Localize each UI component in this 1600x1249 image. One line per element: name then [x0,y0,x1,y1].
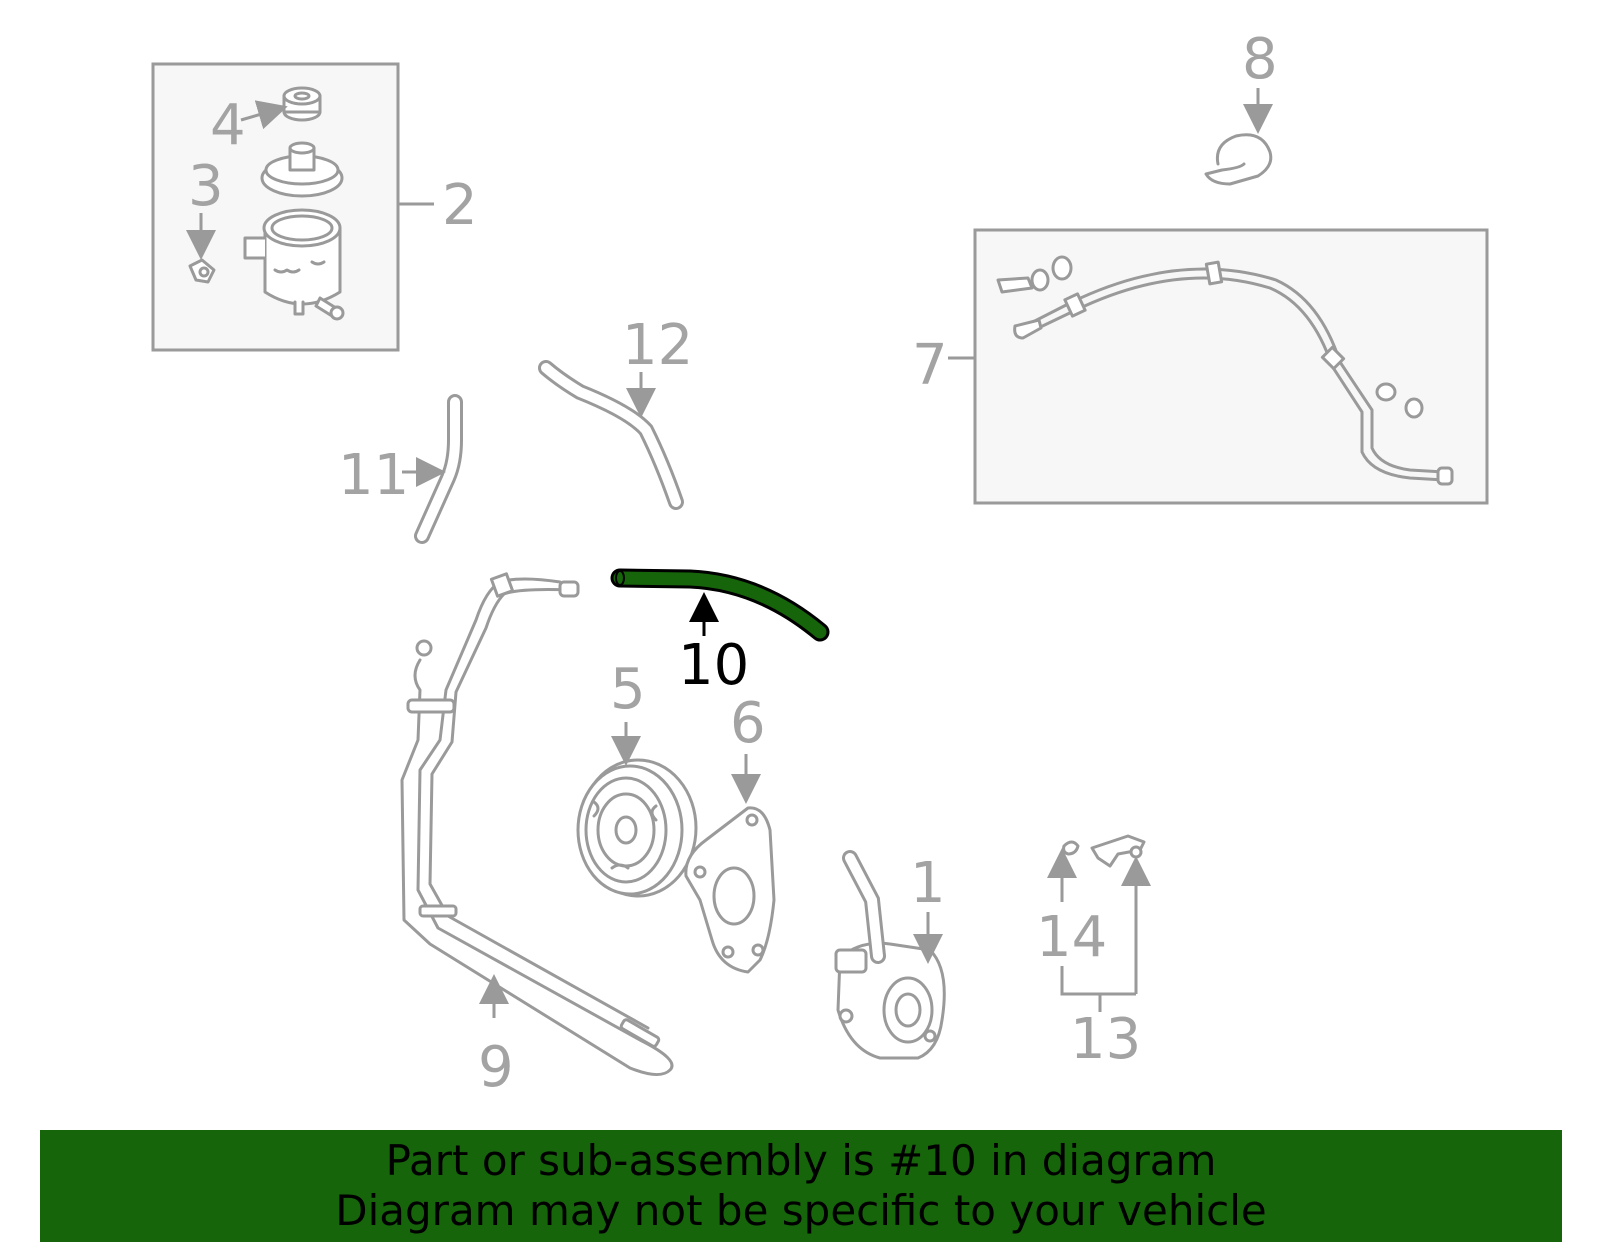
callout-8: 8 [1242,27,1278,92]
reservoir-cap-seal-part [282,86,322,122]
callout-12: 12 [622,313,693,378]
callout-4: 4 [210,93,246,158]
pressure-hose-box: 7 [912,228,1489,505]
reservoir-body-part [243,208,345,321]
return-hose-part-11: 11 [338,394,463,544]
callout-10: 10 [678,633,749,698]
callout-7: 7 [912,333,948,398]
callout-11: 11 [338,443,409,508]
bracket-part-6: 6 [684,691,776,974]
cooler-lines-part-9: 9 [400,572,674,1100]
info-banner: Part or sub-assembly is #10 in diagram D… [40,1130,1562,1242]
banner-line-disclaimer: Diagram may not be specific to your vehi… [335,1186,1267,1235]
callout-14: 14 [1036,905,1107,970]
power-steering-pump-part-1: 1 [834,850,946,1060]
callout-13: 13 [1070,1007,1141,1072]
reservoir-assembly-box: 4 3 2 [151,62,478,352]
bracket-bolt-parts-13-14: 14 13 [1036,834,1151,1072]
suction-hose-part-12: 12 [538,313,693,510]
callout-5: 5 [610,657,646,722]
callout-9: 9 [478,1035,514,1100]
callout-6: 6 [730,691,766,756]
callout-3: 3 [188,154,224,219]
hose-clamp-part-8: 8 [1204,27,1278,186]
highlighted-hose-part-10[interactable]: 10 [610,568,830,698]
banner-line-part-number: Part or sub-assembly is #10 in diagram [385,1136,1217,1185]
callout-1: 1 [910,851,946,916]
filler-cap-part [260,141,344,198]
pulley-part-5: 5 [576,657,698,898]
callout-2: 2 [442,173,478,238]
clip-part [188,258,216,284]
